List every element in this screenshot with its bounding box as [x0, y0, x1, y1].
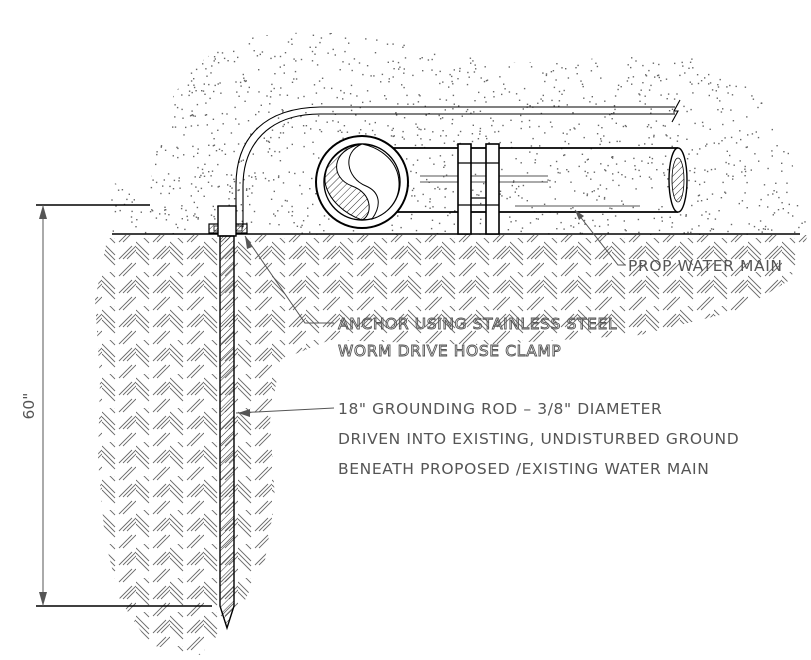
water-main-pipe: [360, 147, 688, 213]
label-prop-water-main: PROP WATER MAIN: [628, 257, 783, 275]
label-rod-line-3: BENEATH PROPOSED /EXISTING WATER MAIN: [338, 460, 709, 478]
leader-lines: [235, 209, 626, 417]
label-rod-line-2: DRIVEN INTO EXISTING, UNDISTURBED GROUND: [338, 430, 739, 448]
label-rod-line-1: 18" GROUNDING ROD – 3/8" DIAMETER: [338, 400, 662, 418]
pipe-support-straps: [457, 143, 500, 235]
depth-dimension: [36, 204, 212, 607]
label-anchor-line-2: WORM DRIVE HOSE CLAMP: [338, 342, 561, 360]
label-anchor-line-1: ANCHOR USING STAINLESS STEEL: [338, 315, 617, 333]
grounding-wire: [235, 99, 681, 227]
pipe-bell-joint: [315, 135, 409, 229]
depth-dimension-text: 60": [20, 393, 38, 420]
grounding-rod: [217, 205, 237, 631]
